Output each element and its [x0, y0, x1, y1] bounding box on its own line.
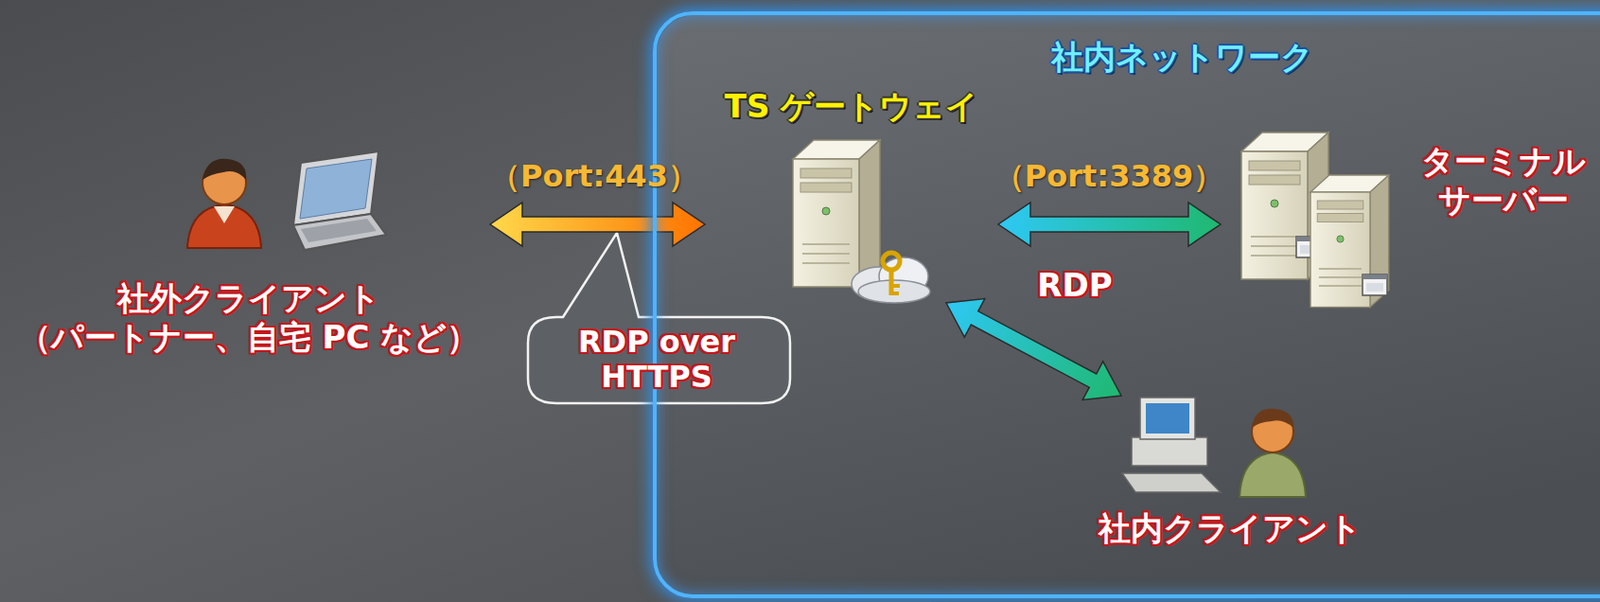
terminal-server: ターミナル サーバー — [1220, 132, 1596, 308]
node-text: TS ゲートウェイ — [704, 87, 999, 126]
internal-pc-icon — [1122, 397, 1221, 493]
node-text: 社内クライアント — [1078, 509, 1382, 548]
node-text: 社外クライアント （パートナー、自宅 PC など） — [15, 279, 484, 357]
connector-arrow — [946, 298, 1122, 401]
callout-text: RDP over HTTPS — [545, 324, 769, 395]
node-text: ターミナル サーバー — [1415, 141, 1592, 220]
gateway-server: TS ゲートウェイ — [704, 87, 999, 303]
internal-user-icon — [1239, 408, 1306, 497]
connector-arrow — [998, 202, 1221, 247]
port-label: （Port:443） — [490, 158, 699, 194]
callout-bubble — [527, 232, 791, 404]
network-region: 社内ネットワーク TS ゲートウェイターミナル サーバー社内クライアント — [652, 11, 1600, 598]
laptop-icon — [293, 151, 387, 250]
node-text: 社内ネットワーク — [992, 37, 1372, 77]
network-region-fill — [656, 15, 1600, 595]
port-label: （Port:3389） — [994, 158, 1224, 194]
terminal-server-icon — [1241, 132, 1390, 308]
internal-client: 社内クライアント — [1078, 395, 1382, 568]
protocol-label: RDP — [1029, 266, 1121, 304]
external-user-icon — [187, 158, 262, 248]
connector-arrow — [490, 202, 705, 247]
gateway-server-icon — [792, 140, 931, 303]
external-client: 社外クライアント （パートナー、自宅 PC など） — [7, 151, 491, 374]
